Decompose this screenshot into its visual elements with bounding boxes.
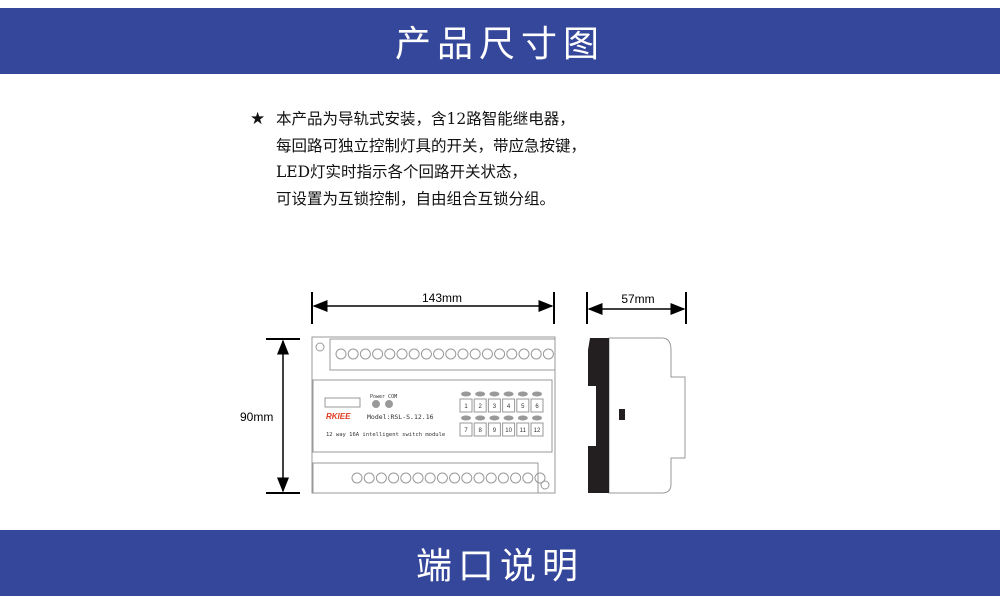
terminal-screw (449, 472, 461, 484)
terminal-screw (400, 472, 412, 484)
channel-button-label: 1 (464, 404, 468, 410)
channel-button-label: 3 (493, 404, 497, 410)
terminal-screw (494, 348, 506, 360)
terminal-screw (335, 348, 347, 360)
terminal-screw (375, 472, 387, 484)
channel-button-label: 9 (493, 428, 497, 434)
channel-button-label: 10 (505, 428, 512, 434)
channel-led (532, 415, 542, 421)
brand-logo: RKIEE (326, 412, 351, 421)
terminal-screw (457, 348, 469, 360)
channel-button[interactable] (516, 398, 530, 413)
power-led (372, 400, 380, 408)
channel-led (461, 391, 471, 397)
dip-switch (324, 397, 361, 408)
terminal-screw (372, 348, 384, 360)
terminal-screw (518, 348, 530, 360)
channel-button[interactable] (516, 422, 530, 437)
terminal-screw (433, 348, 445, 360)
channel-led (517, 415, 528, 421)
channel-led (503, 415, 514, 421)
channel-button[interactable] (502, 398, 516, 413)
terminal-screw (522, 472, 534, 484)
terminal-screw (461, 472, 473, 484)
terminal-screw (506, 348, 518, 360)
terminal-screw (412, 472, 424, 484)
section-title: 产品尺寸图 (394, 24, 605, 65)
channel-button[interactable] (487, 422, 501, 437)
terminal-screw (542, 348, 554, 360)
terminal-screw (510, 472, 522, 484)
channel-button-label: 6 (535, 404, 539, 410)
device-subtitle: 12 way 16A intelligent switch module (326, 432, 445, 438)
terminal-screw (396, 348, 408, 360)
description-line: 可设置为互锁控制，自由组合互锁分组。 (276, 189, 556, 208)
terminal-screw (388, 472, 400, 484)
channel-button-label: 12 (534, 428, 541, 434)
description-line: 每回路可独立控制灯具的开关，带应急按键， (276, 136, 587, 155)
product-description: ★ 本产品为导轨式安装，含12路智能继电器， 每回路可独立控制灯具的开关，带应急… (250, 106, 586, 212)
channel-button-label: 2 (479, 404, 483, 410)
terminal-screw (481, 348, 493, 360)
channel-led (517, 391, 528, 397)
channel-button[interactable] (473, 398, 487, 413)
section-header-product-dimensions: 产品尺寸图 (0, 8, 1000, 74)
channel-button-label: 7 (464, 428, 468, 434)
terminal-screw (530, 348, 542, 360)
terminal-screw (469, 348, 481, 360)
channel-button-label: 8 (479, 428, 483, 434)
terminal-screw (424, 472, 436, 484)
height-dimension: 90mm (240, 338, 300, 494)
com-led (385, 400, 393, 408)
channel-led (489, 415, 500, 421)
terminal-screw (445, 348, 457, 360)
terminal-row-bottom (351, 472, 546, 484)
terminal-screw (497, 472, 509, 484)
depth-dimension: 57mm (586, 292, 687, 324)
depth-label: 57mm (621, 292, 654, 306)
terminal-screw (351, 472, 363, 484)
channel-led (503, 391, 514, 397)
width-dimension: 143mm (311, 291, 555, 324)
channel-led (489, 391, 500, 397)
channel-button[interactable] (473, 422, 487, 437)
section-header-port-description: 端口说明 (0, 530, 1000, 596)
terminal-screw (485, 472, 497, 484)
terminal-screw (347, 348, 359, 360)
side-latch (619, 409, 625, 420)
section-title: 端口说明 (415, 546, 584, 587)
description-line: LED灯实时指示各个回路开关状态， (276, 163, 528, 181)
channel-led (475, 391, 486, 397)
terminal-screw (473, 472, 485, 484)
channel-button[interactable] (530, 422, 544, 437)
indicator-label: Power COM (370, 394, 397, 400)
terminal-screw (534, 472, 546, 484)
channel-button[interactable] (502, 422, 516, 437)
channel-button-label: 4 (507, 404, 511, 410)
channel-led (475, 415, 486, 421)
star-icon: ★ (250, 109, 266, 129)
terminal-screw (359, 348, 371, 360)
channel-button[interactable] (459, 398, 473, 413)
channel-button-label: 5 (521, 404, 525, 410)
height-label: 90mm (240, 410, 273, 424)
model-label: Model:RSL-S.12.16 (367, 413, 434, 421)
terminal-screw (363, 472, 375, 484)
terminal-screw (420, 348, 432, 360)
channel-led (532, 391, 542, 397)
device-side-view (588, 337, 686, 494)
channel-button[interactable] (487, 398, 501, 413)
channel-button[interactable] (459, 422, 473, 437)
terminal-screw (436, 472, 448, 484)
channel-button[interactable] (530, 398, 544, 413)
channel-led (461, 415, 471, 421)
width-label: 143mm (422, 291, 462, 305)
terminal-screw (384, 348, 396, 360)
terminal-row-top (335, 348, 554, 360)
channel-button-label: 11 (520, 428, 527, 434)
terminal-screw (408, 348, 420, 360)
description-line: 本产品为导轨式安装，含12路智能继电器， (276, 110, 575, 128)
